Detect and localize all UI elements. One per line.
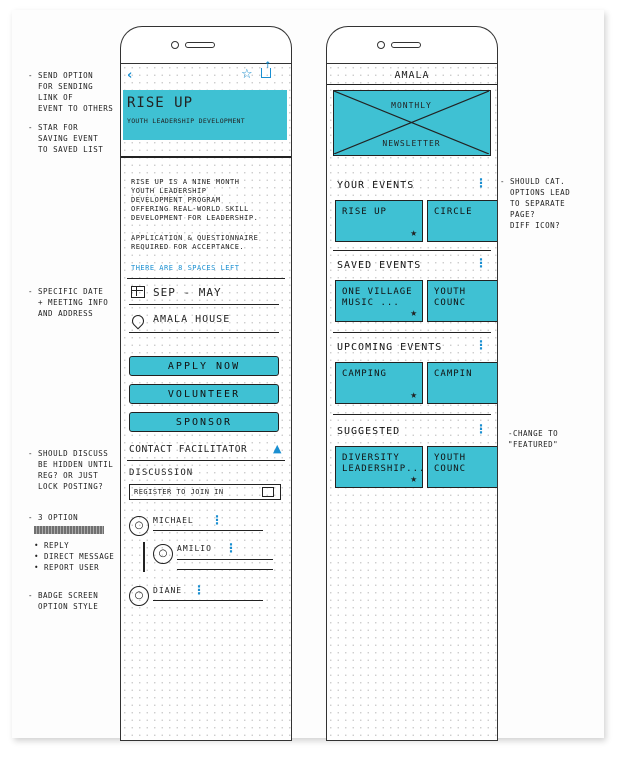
contact-facilitator-link[interactable]: CONTACT FACILITATOR [129, 444, 248, 455]
star-icon[interactable]: ★ [410, 226, 418, 239]
discussion-label: DISCUSSION [129, 468, 194, 478]
section-title-saved-events: SAVED EVENTS [337, 260, 422, 271]
star-icon[interactable]: ★ [410, 472, 418, 485]
register-to-join-button[interactable]: REGISTER TO JOIN IN [129, 484, 281, 500]
app-title: AMALA [394, 70, 430, 81]
calendar-icon [131, 286, 145, 298]
featured-note: -CHANGE TO "FEATURED" [508, 429, 559, 449]
newsletter-banner[interactable]: MONTHLY NEWSLETTER [333, 90, 491, 156]
phone-frame-top [120, 26, 292, 65]
star-filled-icon[interactable]: ★ [410, 306, 418, 319]
divider [333, 332, 491, 333]
badge-note: - BADGE SCREEN OPTION STYLE [28, 591, 99, 611]
avatar: ○ [129, 586, 149, 606]
section-title-upcoming-events: UPCOMING EVENTS [337, 342, 443, 353]
reply-thread-line [143, 542, 145, 572]
scribble [34, 526, 104, 534]
divider [327, 84, 497, 85]
image-placeholder-icon [334, 91, 489, 154]
message-icon[interactable]: ▲ [273, 442, 282, 455]
divider [333, 250, 491, 251]
option-note-title: - 3 OPTION [28, 513, 79, 522]
comment-options-icon[interactable]: ⋮ [193, 583, 205, 597]
divider [129, 332, 279, 333]
event-subtitle: YOUTH LEADERSHIP DEVELOPMENT [127, 117, 245, 125]
sketch-sheet: - SEND OPTION FOR SENDING LINK OF EVENT … [12, 10, 604, 741]
volunteer-button[interactable]: VOLUNTEER [129, 384, 279, 404]
event-detail-screen: ‹ ☆ ↑ RISE UP YOUTH LEADERSHIP DEVELOPME… [120, 62, 292, 741]
comment-author: AMILIO [177, 544, 212, 553]
comment-text-line [177, 559, 273, 560]
flag-icon [262, 487, 274, 497]
divider [121, 156, 291, 158]
banner-top-text: MONTHLY [391, 101, 432, 110]
event-card[interactable]: CAMPIN [427, 362, 497, 404]
event-card[interactable]: YOUTH COUNC [427, 446, 497, 488]
date-note: - SPECIFIC DATE + MEETING INFO AND ADDRE… [28, 287, 109, 318]
comment-options-icon[interactable]: ⋮ [211, 513, 223, 527]
location-pin-icon [129, 312, 147, 330]
divider [333, 414, 491, 415]
back-icon[interactable]: ‹ [127, 68, 133, 83]
comment-options-icon[interactable]: ⋮ [225, 541, 237, 555]
camera-icon [171, 41, 179, 49]
section-title-suggested: SUGGESTED [337, 426, 401, 437]
share-note: - SEND OPTION FOR SENDING LINK OF EVENT … [28, 71, 114, 113]
event-date: SEP - MAY [153, 286, 222, 299]
event-location: AMALA HOUSE [153, 314, 231, 325]
event-header: RISE UP YOUTH LEADERSHIP DEVELOPMENT [123, 90, 287, 140]
section-options-icon[interactable]: ⋮ [475, 256, 487, 270]
section-options-icon[interactable]: ⋮ [475, 338, 487, 352]
event-card[interactable]: ONE VILLAGE MUSIC ... ★ [335, 280, 423, 322]
event-requirement: APPLICATION & QUESTIONNAIRE REQUIRED FOR… [131, 234, 259, 251]
section-options-icon[interactable]: ⋮ [475, 422, 487, 436]
cat-note: - SHOULD CAT. OPTIONS LEAD TO SEPARATE P… [500, 177, 571, 230]
comment-text-line [153, 530, 263, 531]
comment-text-line [153, 600, 263, 601]
event-card[interactable]: DIVERSITY LEADERSHIP... ★ [335, 446, 424, 488]
banner-bottom-text: NEWSLETTER [382, 139, 441, 148]
avatar: ○ [129, 516, 149, 536]
discuss-note: - SHOULD DISCUSS BE HIDDEN UNTIL REG? OR… [28, 449, 114, 491]
divider [127, 278, 285, 279]
event-card[interactable]: CAMPING ★ [335, 362, 423, 404]
phone-frame-top [326, 26, 498, 65]
star-icon[interactable]: ☆ [241, 67, 253, 82]
event-card[interactable]: RISE UP ★ [335, 200, 423, 242]
spaces-left-link[interactable]: THERE ARE 8 SPACES LEFT [131, 264, 240, 272]
star-note: - STAR FOR SAVING EVENT TO SAVED LIST [28, 123, 104, 154]
section-options-icon[interactable]: ⋮ [475, 176, 487, 190]
avatar: ○ [153, 544, 173, 564]
comment-author: MICHAEL [153, 516, 194, 525]
speaker-icon [391, 42, 421, 48]
divider [129, 304, 279, 305]
home-screen: AMALA MONTHLY NEWSLETTER YOUR EVENTS ⋮ R… [326, 63, 498, 741]
option-note-items: • REPLY • DIRECT MESSAGE • REPORT USER [34, 541, 115, 572]
section-title-your-events: YOUR EVENTS [337, 180, 415, 191]
event-title: RISE UP [127, 95, 194, 111]
event-description: RISE UP IS A NINE MONTH YOUTH LEADERSHIP… [131, 178, 259, 222]
share-icon[interactable]: ↑ [261, 62, 272, 78]
comment-text-line [177, 569, 273, 570]
star-icon[interactable]: ★ [410, 388, 418, 401]
speaker-icon [185, 42, 215, 48]
event-card[interactable]: CIRCLE [427, 200, 497, 242]
sponsor-button[interactable]: SPONSOR [129, 412, 279, 432]
comment-author: DIANE [153, 586, 183, 595]
apply-now-button[interactable]: APPLY NOW [129, 356, 279, 376]
divider [127, 460, 285, 461]
camera-icon [377, 41, 385, 49]
event-card[interactable]: YOUTH COUNC [427, 280, 497, 322]
